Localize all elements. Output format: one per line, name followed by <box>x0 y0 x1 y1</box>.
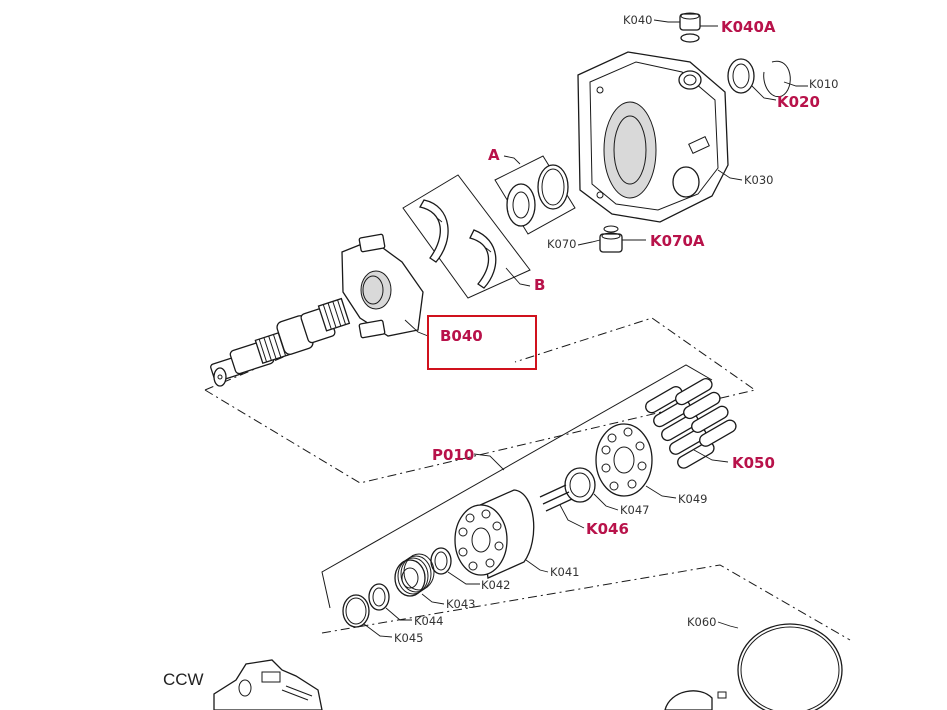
label-k050: K050 <box>732 454 775 472</box>
label-k047: K047 <box>620 503 650 517</box>
pump-housing-k030 <box>577 51 729 223</box>
label-k040: K040 <box>623 13 653 27</box>
pistons-k050 <box>645 377 737 469</box>
label-b: B <box>534 276 545 294</box>
ring-k044 <box>368 583 390 611</box>
drive-shaft <box>210 297 351 387</box>
swash-plate-b040 <box>341 233 424 339</box>
cylinder-block-k041 <box>454 489 535 579</box>
retainer-plate-k049 <box>595 423 653 497</box>
label-b040: B040 <box>440 327 483 345</box>
label-ccw: CCW <box>163 670 204 689</box>
rotating-group-bracket <box>321 364 713 609</box>
label-k045: K045 <box>394 631 424 645</box>
label-k044: K044 <box>414 614 444 628</box>
label-k010: K010 <box>809 77 839 91</box>
label-k070: K070 <box>547 237 577 251</box>
ball-guide-k047 <box>564 467 596 503</box>
plug-k070 <box>599 225 623 253</box>
ring-k042 <box>430 547 452 575</box>
label-k049: K049 <box>678 492 708 506</box>
label-k030: K030 <box>744 173 774 187</box>
spring-k043 <box>394 553 435 597</box>
label-p010: P010 <box>432 446 474 464</box>
bearing-a <box>494 155 576 235</box>
o-ring-k060 <box>737 623 843 710</box>
cover-group-outline <box>321 564 851 641</box>
label-k041: K041 <box>550 565 580 579</box>
ccw-pump-partial <box>213 659 323 710</box>
label-k046: K046 <box>586 520 629 538</box>
label-k042: K042 <box>481 578 511 592</box>
leader-lines <box>363 19 808 638</box>
label-k060: K060 <box>687 615 717 629</box>
seal-k020 <box>727 58 755 94</box>
highlight-box-b040 <box>427 315 537 370</box>
pins-k046 <box>539 484 573 512</box>
end-cover-partial <box>664 690 727 710</box>
label-k043: K043 <box>446 597 476 611</box>
label-k040a: K040A <box>721 18 776 36</box>
circlip-k010 <box>763 60 791 98</box>
label-k020: K020 <box>777 93 820 111</box>
label-a: A <box>488 146 500 164</box>
label-k070a: K070A <box>650 232 705 250</box>
bearing-shells-b <box>402 174 531 299</box>
circlip-k045 <box>342 594 370 628</box>
plug-k040 <box>679 12 701 43</box>
